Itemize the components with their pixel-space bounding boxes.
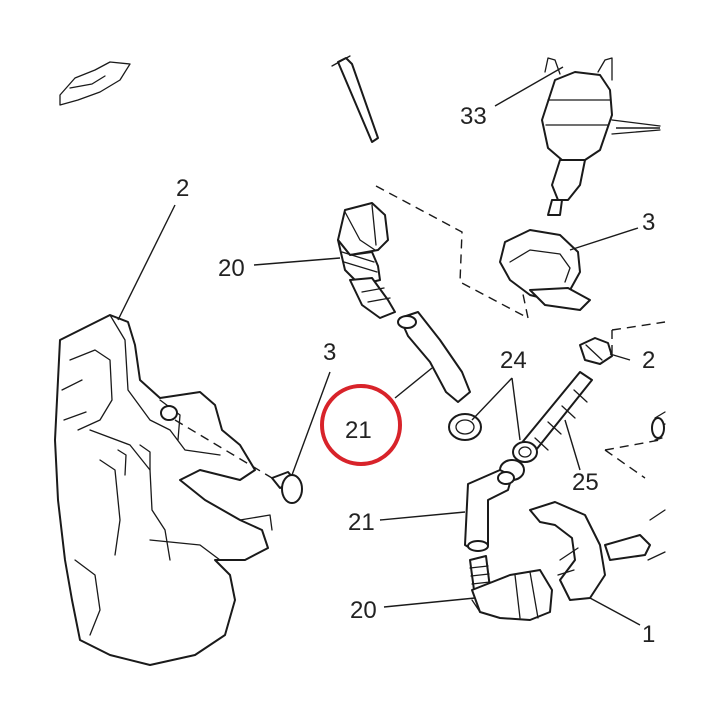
screw-part-3	[174, 419, 303, 504]
clip-part-24-upper	[448, 413, 482, 441]
clamp-part-3-top	[499, 229, 591, 311]
valve-assembly-top-right	[541, 57, 661, 216]
hose-part-21-top	[397, 311, 471, 403]
dashed-guide-lines	[375, 185, 666, 479]
callout-20-top[interactable]: 20	[218, 255, 245, 282]
callout-20-bottom[interactable]: 20	[350, 597, 377, 624]
fitting-part-2-right	[579, 337, 613, 365]
callout-21-bottom[interactable]: 21	[348, 509, 375, 536]
housing-part-2	[54, 314, 273, 666]
hose-part-25	[512, 371, 593, 463]
callout-21-highlighted[interactable]: 21	[345, 417, 372, 444]
callout-3-left[interactable]: 3	[323, 339, 336, 366]
highlight-circle	[320, 384, 402, 466]
hose-part-21-bottom	[464, 469, 515, 552]
connector-part-20-top	[337, 202, 396, 319]
callout-24[interactable]: 24	[500, 347, 527, 374]
callout-33[interactable]: 33	[460, 103, 487, 130]
callout-2[interactable]: 2	[176, 175, 189, 202]
callout-3-top[interactable]: 3	[642, 209, 655, 236]
bracket-part-1	[529, 501, 666, 601]
callout-2-right[interactable]: 2	[642, 347, 655, 374]
connector-part-20-bottom	[469, 555, 553, 621]
housing-fragment-top-left	[59, 61, 131, 106]
callout-25[interactable]: 25	[572, 469, 599, 496]
leader-lines	[117, 66, 660, 626]
right-edge-fragments	[651, 411, 666, 441]
callout-1[interactable]: 1	[642, 621, 655, 648]
rod-pin	[331, 55, 379, 143]
callout-labels: 33 3 2 20 3 21 24 2 25 21 20 1	[176, 103, 655, 648]
